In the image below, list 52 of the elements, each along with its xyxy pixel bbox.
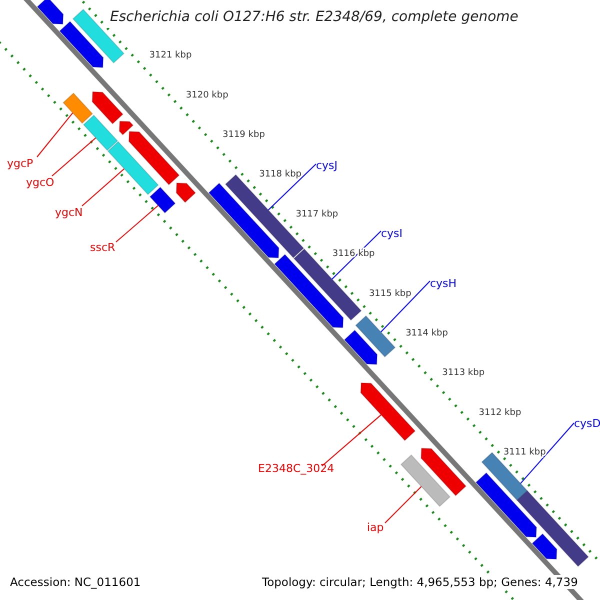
scale-label: 3115 kbp [368, 288, 412, 299]
gene-feature [532, 533, 558, 560]
scale-label: 3119 kbp [222, 130, 265, 140]
gene-feature [118, 120, 134, 136]
gene-feature [176, 182, 196, 204]
gene-label: cysD [574, 417, 600, 430]
gene-feature [208, 182, 280, 258]
gene-label: E2348C_3024 [258, 462, 334, 475]
scale-label: 3112 kbp [478, 408, 522, 418]
leader-line [380, 280, 430, 332]
scale-label: 3111 kbp [503, 448, 546, 458]
gene-label: sscR [90, 241, 116, 254]
gene-label: cysI [381, 227, 403, 240]
gene-label: cysJ [316, 159, 338, 172]
gene-feature [360, 382, 416, 442]
leader-line [322, 414, 382, 466]
gene-label: ygcP [7, 157, 34, 170]
gene-label: iap [367, 521, 384, 534]
gene-feature [475, 472, 537, 538]
leader-line [384, 486, 422, 524]
gene-label: ygcO [26, 176, 54, 189]
gene-feature [516, 490, 590, 568]
scale-label: 3118 kbp [259, 170, 302, 180]
gene-feature [59, 20, 104, 68]
gene-feature [82, 114, 118, 152]
gene-feature [354, 315, 396, 358]
leader-line [82, 168, 125, 206]
gene-feature [128, 130, 180, 186]
gene-feature [92, 91, 124, 124]
gene-label: cysH [430, 277, 457, 290]
gene-feature [344, 330, 378, 365]
footer-note: Accession: NC_011601 [10, 575, 141, 589]
gene-feature [62, 92, 94, 124]
leader-line [116, 205, 159, 242]
leader-line [268, 164, 316, 210]
leader-line [36, 112, 74, 158]
gene-label: ygcN [55, 206, 83, 219]
gene-feature [400, 454, 451, 508]
gene-feature [420, 448, 467, 496]
leader-line [520, 422, 574, 484]
gene-feature [36, 0, 64, 25]
scale-label: 3114 kbp [406, 328, 448, 338]
scale-label: 3120 kbp [186, 90, 228, 100]
scale-label: 3117 kbp [296, 209, 338, 220]
scale-label: 3121 kbp [149, 50, 192, 61]
scale-label: 3116 kbp [332, 249, 375, 260]
scale-label: 3113 kbp [442, 368, 485, 378]
gene-feature [107, 140, 159, 196]
leader-line [52, 137, 96, 176]
footer-note: Topology: circular; Length: 4,965,553 bp; Genes: 4,739 [262, 575, 578, 589]
leader-line [332, 230, 382, 280]
gene-feature [149, 186, 176, 214]
